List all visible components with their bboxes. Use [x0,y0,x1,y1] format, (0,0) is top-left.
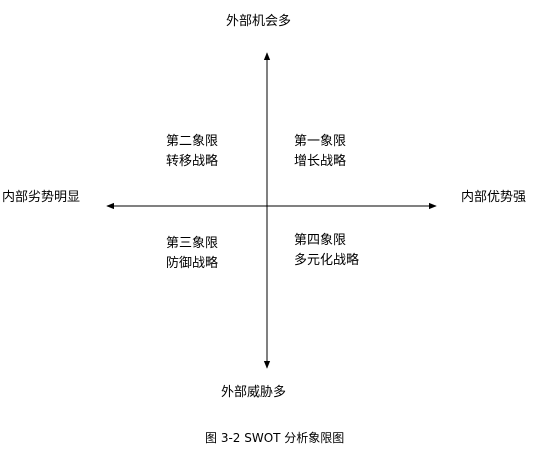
quadrant-3-name: 第三象限 [166,236,219,251]
quadrant-2-strategy: 转移战略 [166,154,219,169]
quadrant-4-name: 第四象限 [294,233,347,248]
axis-label-left: 内部劣势明显 [2,190,81,205]
quadrant-2-name: 第二象限 [166,134,219,149]
quadrant-3-strategy: 防御战略 [166,256,219,271]
quadrant-2: 第二象限 转移战略 [166,132,218,172]
axis-label-right: 内部优势强 [461,190,527,205]
figure-caption: 图 3-2 SWOT 分析象限图 [205,431,345,445]
axis-label-bottom: 外部威胁多 [221,385,287,400]
quadrant-4: 第四象限 多元化战略 [294,231,359,271]
quadrant-1-strategy: 增长战略 [294,154,347,169]
quadrant-4-strategy: 多元化战略 [294,253,360,268]
quadrant-1: 第一象限 增长战略 [294,132,346,172]
quadrant-3: 第三象限 防御战略 [166,234,218,274]
quadrant-1-name: 第一象限 [294,134,347,149]
axis-label-top: 外部机会多 [226,14,292,29]
